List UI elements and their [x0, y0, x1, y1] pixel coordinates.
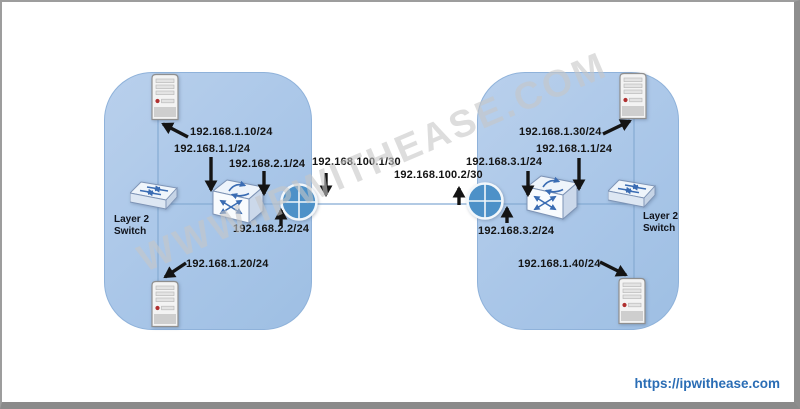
ip-label-server-top-left: 192.168.1.10/24	[190, 126, 273, 138]
server-bottom-right-icon	[618, 277, 646, 325]
ip-label-gateway-left: 192.168.1.1/24	[174, 143, 251, 155]
ip-label-server-bottom-left: 192.168.1.20/24	[186, 258, 269, 270]
layer3-switch-left-icon	[212, 179, 264, 227]
layer2-switch-right-icon	[608, 179, 656, 215]
layer2-switch-left-icon	[130, 181, 178, 217]
server-top-left-icon	[151, 73, 179, 121]
ip-label-server-bottom-right: 192.168.1.40/24	[518, 258, 601, 270]
ip-label-l3-uplink-right: 192.168.3.1/24	[466, 156, 543, 168]
ip-label-l3-uplink-left: 192.168.2.1/24	[229, 158, 306, 170]
layer2-switch-right-label: Layer 2 Switch	[643, 211, 678, 234]
ip-label-server-top-right: 192.168.1.30/24	[519, 126, 602, 138]
server-bottom-left-icon	[151, 280, 179, 328]
layer3-switch-right-icon	[526, 175, 578, 223]
layer2-switch-left-label-line2: Switch	[114, 225, 147, 237]
router-left-icon	[280, 183, 318, 221]
layer2-switch-right-label-line1: Layer 2	[643, 211, 679, 222]
ip-label-gateway-right: 192.168.1.1/24	[536, 143, 613, 155]
ip-label-wan-left: 192.168.100.1/30	[312, 156, 401, 168]
server-top-right-icon	[619, 72, 647, 120]
layer2-switch-right-label-line2: Switch	[643, 222, 676, 234]
site-link[interactable]: https://ipwithease.com	[634, 376, 780, 391]
layer2-switch-left-label-line1: Layer 2	[114, 214, 150, 225]
ip-label-router-link-right: 192.168.3.2/24	[478, 225, 555, 237]
ip-label-wan-right: 192.168.100.2/30	[394, 169, 483, 181]
ip-label-router-link-left: 192.168.2.2/24	[233, 223, 310, 235]
router-right-icon	[466, 182, 504, 220]
layer2-switch-left-label: Layer 2 Switch	[114, 214, 149, 237]
